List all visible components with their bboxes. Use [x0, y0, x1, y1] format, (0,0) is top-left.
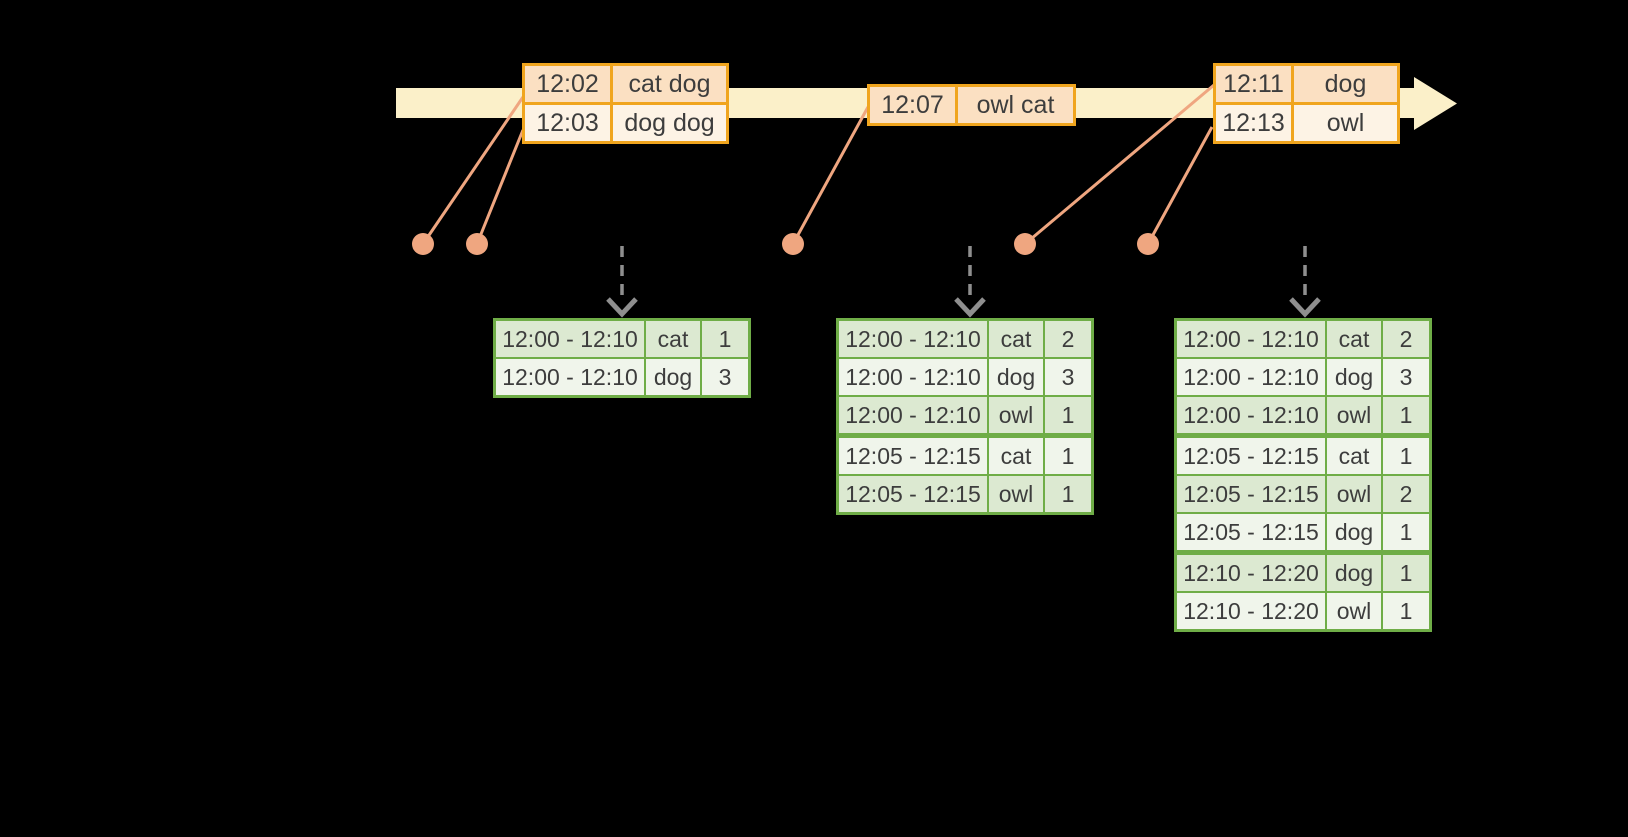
trigger-arrows: [606, 246, 1321, 318]
word-cell: dog: [646, 359, 700, 395]
window-cell: 12:10 - 12:20: [1177, 555, 1325, 591]
count-cell: 1: [1045, 397, 1091, 433]
word-cell: cat: [646, 321, 700, 357]
result-row: 12:05 - 12:15 cat 1: [839, 438, 1091, 474]
count-cell: 1: [1383, 514, 1429, 550]
window-cell: 12:00 - 12:10: [496, 359, 644, 395]
word-cell: owl: [989, 476, 1043, 512]
count-cell: 1: [1383, 438, 1429, 474]
result-row: 12:00 - 12:10 owl 1: [839, 397, 1091, 433]
event-time-cell: 12:13: [1216, 105, 1291, 141]
result-row: 12:00 - 12:10 cat 2: [1177, 321, 1429, 357]
event-table-3: 12:11 dog 12:13 owl: [1213, 63, 1400, 144]
window-cell: 12:00 - 12:10: [839, 397, 987, 433]
connector-line-2: [475, 129, 525, 245]
count-cell: 2: [1383, 476, 1429, 512]
result-table-3: 12:00 - 12:10 cat 2 12:00 - 12:10 dog 3 …: [1174, 318, 1432, 632]
window-cell: 12:05 - 12:15: [839, 438, 987, 474]
result-row: 12:00 - 12:10 dog 3: [839, 359, 1091, 395]
event-table-1: 12:02 cat dog 12:03 dog dog: [522, 63, 729, 144]
event-words-cell: dog dog: [613, 105, 726, 141]
word-cell: owl: [1327, 593, 1381, 629]
word-cell: owl: [1327, 476, 1381, 512]
event-time-cell: 12:07: [870, 87, 955, 123]
event-row: 12:02 cat dog: [525, 66, 726, 102]
event-row: 12:03 dog dog: [525, 105, 726, 141]
event-table-2: 12:07 owl cat: [867, 84, 1076, 126]
word-cell: dog: [1327, 359, 1381, 395]
event-words-cell: owl: [1294, 105, 1397, 141]
word-cell: dog: [1327, 514, 1381, 550]
word-cell: dog: [989, 359, 1043, 395]
event-dots: [412, 233, 1159, 255]
event-time-cell: 12:11: [1216, 66, 1291, 102]
result-row: 12:05 - 12:15 cat 1: [1177, 438, 1429, 474]
result-row: 12:10 - 12:20 owl 1: [1177, 593, 1429, 629]
result-row: 12:05 - 12:15 dog 1: [1177, 514, 1429, 550]
event-row: 12:07 owl cat: [870, 87, 1073, 123]
event-dot-4: [1014, 233, 1036, 255]
window-cell: 12:00 - 12:10: [839, 321, 987, 357]
event-dot-3: [782, 233, 804, 255]
window-cell: 12:00 - 12:10: [1177, 359, 1325, 395]
connector-line-5: [1146, 126, 1214, 245]
window-cell: 12:00 - 12:10: [1177, 321, 1325, 357]
event-row: 12:11 dog: [1216, 66, 1397, 102]
word-cell: dog: [1327, 555, 1381, 591]
word-cell: owl: [989, 397, 1043, 433]
count-cell: 3: [1045, 359, 1091, 395]
event-dot-1: [412, 233, 434, 255]
window-cell: 12:05 - 12:15: [1177, 514, 1325, 550]
result-row: 12:00 - 12:10 owl 1: [1177, 397, 1429, 433]
word-cell: cat: [1327, 321, 1381, 357]
result-row: 12:00 - 12:10 cat 2: [839, 321, 1091, 357]
trigger-arrowhead-icon-3: [1289, 297, 1321, 318]
count-cell: 1: [702, 321, 748, 357]
result-row: 12:00 - 12:10 dog 3: [496, 359, 748, 395]
window-cell: 12:10 - 12:20: [1177, 593, 1325, 629]
window-cell: 12:00 - 12:10: [839, 359, 987, 395]
count-cell: 1: [1383, 593, 1429, 629]
window-cell: 12:00 - 12:10: [1177, 397, 1325, 433]
event-row: 12:13 owl: [1216, 105, 1397, 141]
event-words-cell: cat dog: [613, 66, 726, 102]
connector-line-4: [1024, 83, 1215, 246]
count-cell: 3: [702, 359, 748, 395]
word-cell: owl: [1327, 397, 1381, 433]
result-row: 12:00 - 12:10 cat 1: [496, 321, 748, 357]
result-row: 12:05 - 12:15 owl 2: [1177, 476, 1429, 512]
result-row: 12:05 - 12:15 owl 1: [839, 476, 1091, 512]
count-cell: 1: [1383, 397, 1429, 433]
count-cell: 2: [1045, 321, 1091, 357]
window-cell: 12:05 - 12:15: [839, 476, 987, 512]
word-cell: cat: [989, 438, 1043, 474]
window-cell: 12:05 - 12:15: [1177, 476, 1325, 512]
result-row: 12:10 - 12:20 dog 1: [1177, 555, 1429, 591]
result-table-2: 12:00 - 12:10 cat 2 12:00 - 12:10 dog 3 …: [836, 318, 1094, 515]
connector-line-3: [791, 106, 870, 245]
count-cell: 3: [1383, 359, 1429, 395]
count-cell: 2: [1383, 321, 1429, 357]
window-cell: 12:05 - 12:15: [1177, 438, 1325, 474]
event-dot-2: [466, 233, 488, 255]
count-cell: 1: [1383, 555, 1429, 591]
word-cell: cat: [989, 321, 1043, 357]
event-words-cell: owl cat: [958, 87, 1073, 123]
count-cell: 1: [1045, 476, 1091, 512]
trigger-arrowhead-icon-1: [606, 297, 638, 318]
event-words-cell: dog: [1294, 66, 1397, 102]
count-cell: 1: [1045, 438, 1091, 474]
connector-line-1: [421, 96, 525, 245]
result-row: 12:00 - 12:10 dog 3: [1177, 359, 1429, 395]
event-time-cell: 12:02: [525, 66, 610, 102]
word-cell: cat: [1327, 438, 1381, 474]
event-time-cell: 12:03: [525, 105, 610, 141]
event-dot-5: [1137, 233, 1159, 255]
window-cell: 12:00 - 12:10: [496, 321, 644, 357]
result-table-1: 12:00 - 12:10 cat 1 12:00 - 12:10 dog 3: [493, 318, 751, 398]
event-connectors: [421, 83, 1215, 246]
trigger-arrowhead-icon-2: [954, 297, 986, 318]
